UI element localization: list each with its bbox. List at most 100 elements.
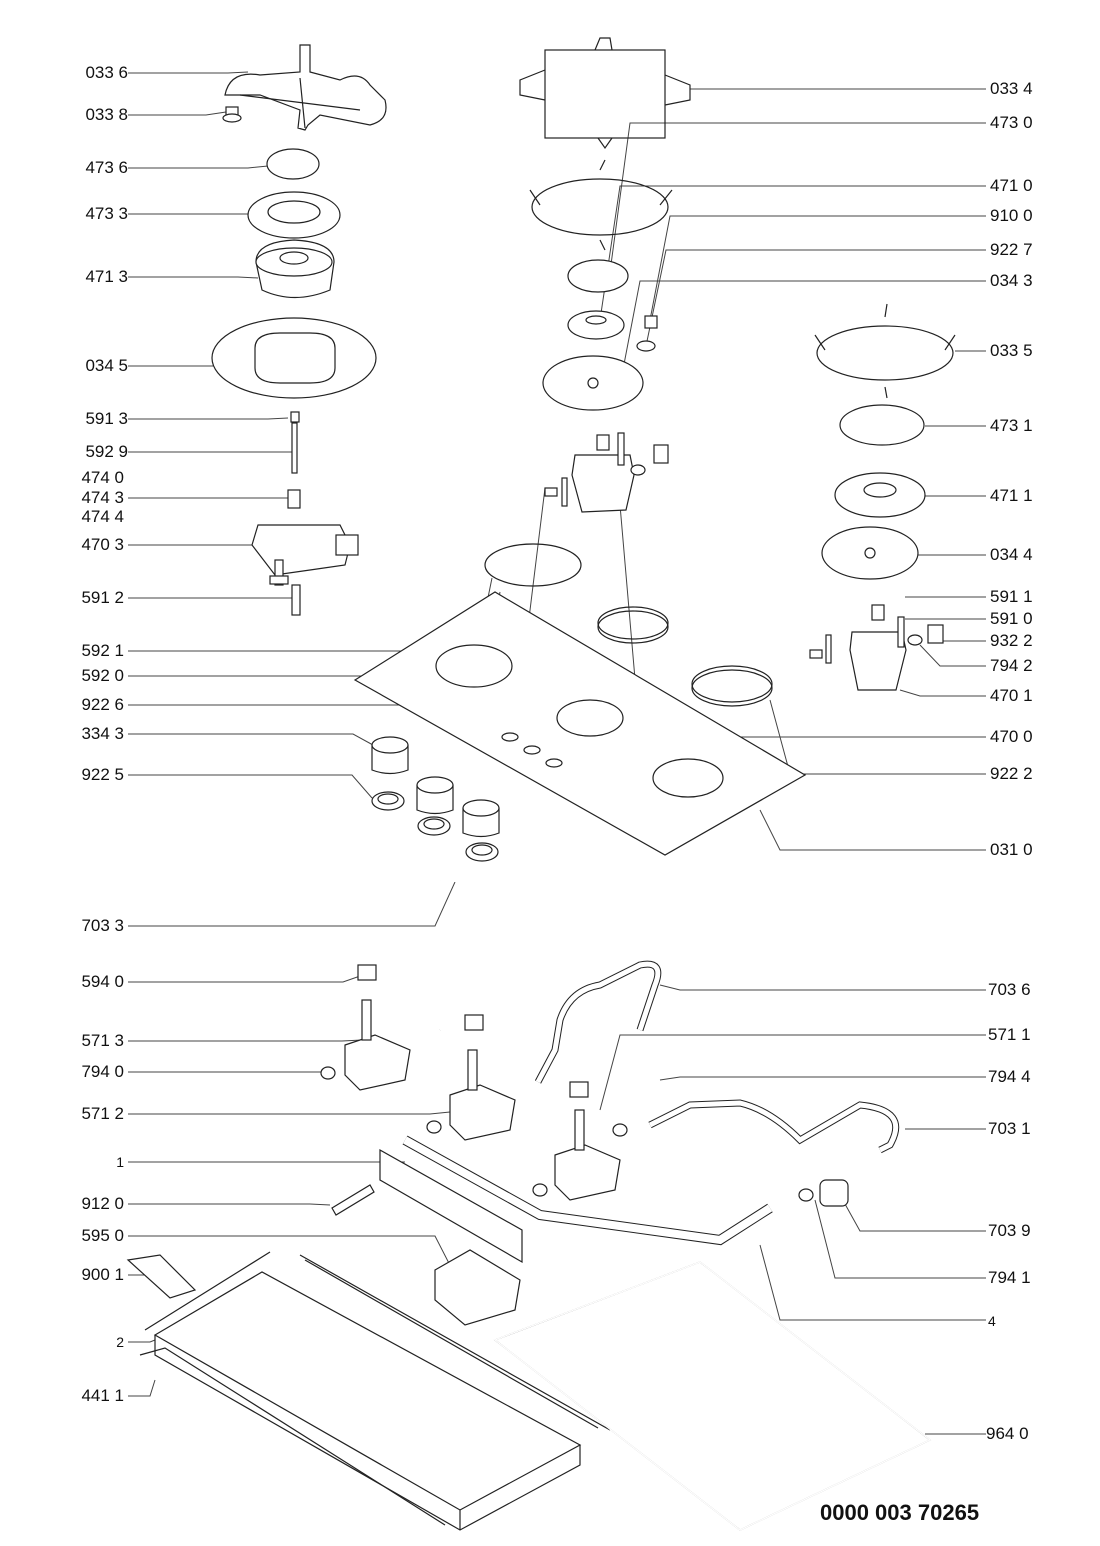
leader-line [128,111,227,116]
part-label[interactable]: 1 [116,1154,124,1170]
part-label[interactable]: 932 2 [990,631,1033,650]
burner-head-middle [567,310,625,340]
part-label[interactable]: 471 1 [990,486,1033,505]
mounting-bracket [379,1148,523,1264]
leader-line [814,1199,986,1279]
part-label[interactable]: 473 0 [990,113,1033,132]
part-label[interactable]: 473 3 [85,204,128,223]
leader-line [128,1379,156,1397]
document-number: 0000 003 70265 [820,1500,980,1525]
part-label[interactable]: 592 9 [85,442,128,461]
leader-line [128,881,456,927]
part-label[interactable]: 595 0 [81,1226,124,1245]
leader-line [128,774,373,799]
part-label[interactable]: 794 2 [990,656,1033,675]
pan-support-left [224,44,387,131]
leader-line [128,1203,331,1206]
part-label[interactable]: 703 3 [81,916,124,935]
leader-line [599,1034,986,1111]
gas-pipe-703-6 [534,960,662,1084]
part-label[interactable]: 033 5 [990,341,1033,360]
part-label[interactable]: 591 3 [85,409,128,428]
part-label[interactable]: 441 1 [81,1386,124,1405]
screw-912 [331,1184,375,1216]
part-label[interactable]: 703 9 [988,1221,1031,1240]
part-label[interactable]: 034 5 [85,356,128,375]
burner-body-right [809,604,944,691]
leader-line [128,1111,451,1115]
part-label[interactable]: 571 2 [81,1104,124,1123]
gas-pipe-703-3 [438,875,519,1032]
part-label[interactable]: 033 6 [85,63,128,82]
burner-ring-left [247,191,341,239]
heat-shield-left [211,317,377,399]
gas-valves [320,964,814,1202]
burner-body-middle [544,432,669,513]
part-label[interactable]: 471 3 [85,267,128,286]
part-label[interactable]: 794 1 [988,1268,1031,1287]
leader-line [659,984,986,991]
part-label[interactable]: 033 4 [990,79,1033,98]
part-label[interactable]: 471 0 [990,176,1033,195]
part-label[interactable]: 703 6 [988,980,1031,999]
leader-line [645,249,986,347]
pan-support-rectangular [519,37,691,150]
thermocouple-left [269,575,301,616]
part-label[interactable]: 571 1 [988,1025,1031,1044]
leader-line [899,689,986,697]
part-label[interactable]: 594 0 [81,972,124,991]
part-label[interactable]: 591 2 [81,588,124,607]
part-label[interactable]: 474 4 [81,507,124,526]
leader-line [759,809,986,851]
part-label[interactable]: 470 1 [990,686,1033,705]
pan-support-round-middle [529,159,673,251]
main-gas-pipe-4 [402,1135,773,1246]
part-label[interactable]: 033 8 [85,105,128,124]
washer-middle [636,340,656,352]
leader-line [619,280,986,386]
part-label[interactable]: 334 3 [81,724,124,743]
part-label[interactable]: 470 3 [81,535,124,554]
part-label[interactable]: 592 0 [81,666,124,685]
part-label[interactable]: 912 0 [81,1194,124,1213]
part-label[interactable]: 031 0 [990,840,1033,859]
part-label[interactable]: 591 0 [990,609,1033,628]
part-label[interactable]: 474 0 [81,468,124,487]
part-label[interactable]: 2 [116,1334,124,1350]
seal-ring-large [484,543,582,587]
part-label[interactable]: 794 0 [81,1062,124,1081]
cap-screw [222,106,242,123]
part-label[interactable]: 571 3 [81,1031,124,1050]
part-label[interactable]: 703 1 [988,1119,1031,1138]
part-label[interactable]: 964 0 [986,1424,1029,1443]
part-label[interactable]: 922 6 [81,695,124,714]
burner-body-left [251,524,359,586]
burner-cap-small-left [266,148,320,180]
leader-line [649,215,986,321]
leader-line [609,122,986,273]
part-label[interactable]: 473 6 [85,158,128,177]
part-label[interactable]: 900 1 [81,1265,124,1284]
control-knobs [371,736,500,862]
burner-cap-middle [567,259,629,293]
leader-line [128,974,364,983]
heat-shield-middle [542,355,644,411]
part-label[interactable]: 470 0 [990,727,1033,746]
clamp-900-1 [126,1254,197,1299]
leader-line [919,644,986,667]
part-label[interactable]: 4 [988,1313,996,1329]
leader-line [839,1194,986,1232]
part-label[interactable]: 591 1 [990,587,1033,606]
part-label[interactable]: 794 4 [988,1067,1031,1086]
part-label[interactable]: 473 1 [990,416,1033,435]
part-label[interactable]: 910 0 [990,206,1033,225]
part-label[interactable]: 922 5 [81,765,124,784]
part-label[interactable]: 922 2 [990,764,1033,783]
part-label[interactable]: 034 4 [990,545,1033,564]
part-label[interactable]: 474 3 [81,488,124,507]
leader-line [759,1244,986,1321]
part-label[interactable]: 034 3 [990,271,1033,290]
part-label[interactable]: 922 7 [990,240,1033,259]
part-label[interactable]: 592 1 [81,641,124,660]
